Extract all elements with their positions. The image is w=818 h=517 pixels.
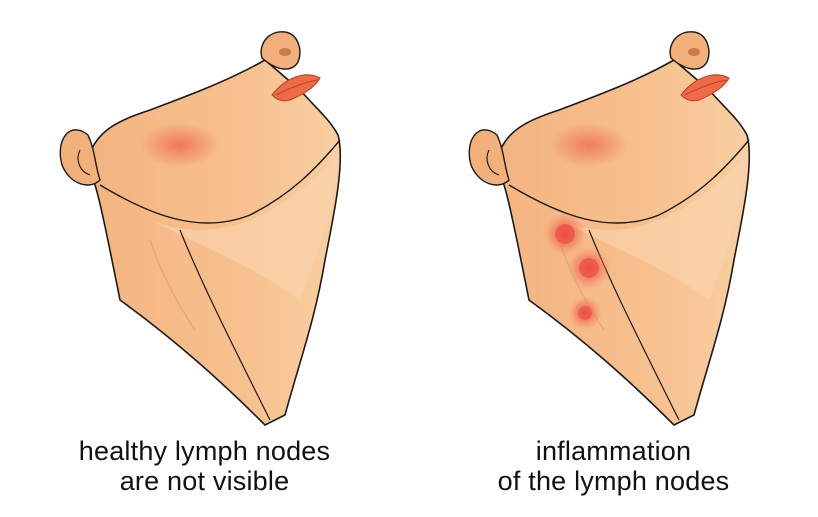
ear <box>59 129 101 186</box>
healthy-caption: healthy lymph nodes are not visible <box>0 436 409 496</box>
inflamed-caption: inflammation of the lymph nodes <box>409 436 818 496</box>
lips <box>680 74 730 102</box>
healthy-neck-illustration <box>59 31 342 426</box>
inflamed-caption-line1: inflammation <box>535 436 692 466</box>
healthy-caption-line1: healthy lymph nodes <box>78 436 331 466</box>
inflamed-neck-illustration <box>468 31 751 426</box>
lips <box>271 74 321 102</box>
healthy-caption-line2: are not visible <box>119 466 290 496</box>
inflamed-panel: inflammation of the lymph nodes <box>409 0 818 517</box>
healthy-panel: healthy lymph nodes are not visible <box>0 31 409 496</box>
ear <box>468 129 510 186</box>
inflamed-caption-line2: of the lymph nodes <box>497 466 730 496</box>
